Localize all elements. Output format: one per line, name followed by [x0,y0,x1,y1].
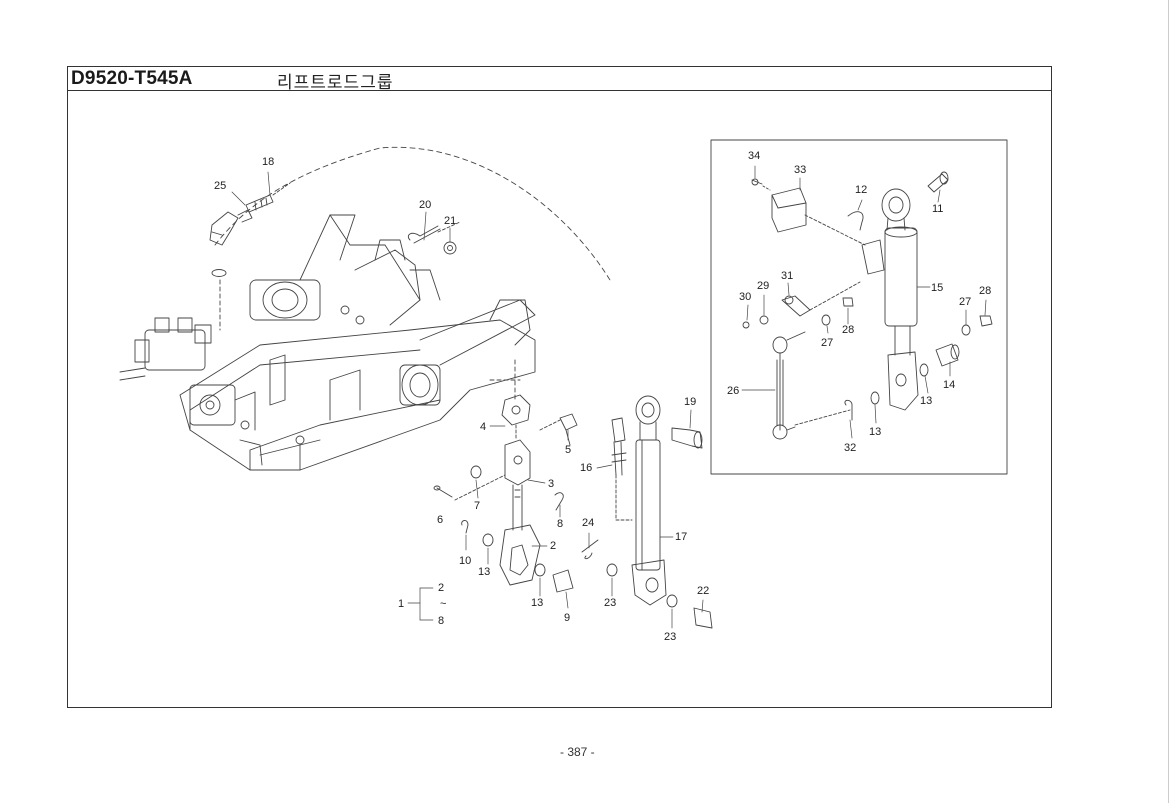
callout-5: 5 [565,444,571,456]
callout-3: 3 [548,478,554,490]
callout-34: 34 [748,150,760,162]
callout-14: 14 [943,379,955,391]
callout-22: 22 [697,585,709,597]
callout-6: 6 [437,514,443,526]
part-code: D9520-T545A [71,68,193,89]
callout-26: 26 [727,385,739,397]
callout-1: 1 [398,598,404,610]
callout-1-range-start: 2 [438,582,444,594]
callout-2: 2 [550,540,556,552]
callout-10: 10 [459,555,471,567]
lift-housing-drawing [119,146,611,471]
callout-1-range-end: 8 [438,615,444,627]
callout-27-right: 27 [959,296,971,308]
diagram-frame: D9520-T545A 리프트로드그룹 [67,66,1052,708]
callout-13-left-lower: 13 [531,597,543,609]
callout-29: 29 [757,280,769,292]
callout-13-right-upper: 13 [920,395,932,407]
leader-lines [231,165,987,629]
callout-numbers: 18 25 20 21 4 5 3 7 6 8 10 13 2 13 9 1 2… [214,150,991,643]
callout-21: 21 [444,215,456,227]
callout-13-left-upper: 13 [478,566,490,578]
callout-8: 8 [557,518,563,530]
callout-11: 11 [932,203,943,215]
callout-23-upper: 23 [604,597,616,609]
callout-4: 4 [480,421,486,433]
callout-13-right-lower: 13 [869,426,881,438]
callout-33: 33 [794,164,806,176]
left-lift-rod-drawing [433,394,578,593]
right-cylinder-drawing [742,171,993,440]
title-bar: D9520-T545A 리프트로드그룹 [68,67,1051,93]
callout-27-middle: 27 [821,337,833,349]
callout-17: 17 [675,531,687,543]
callout-20: 20 [419,199,431,211]
callout-30: 30 [739,291,751,303]
callout-9: 9 [564,612,570,624]
callout-25: 25 [214,180,226,192]
callout-19: 19 [684,396,696,408]
callout-15: 15 [931,282,943,294]
elbow-fitting-drawing [209,182,291,277]
callout-12: 12 [855,184,867,196]
detail-inset-box [710,139,1008,475]
callout-1-range-tilde: ~ [440,598,446,610]
callout-32: 32 [844,442,856,454]
scan-edge-line [1168,0,1169,803]
callout-18: 18 [262,156,274,168]
page-number: - 387 - [560,745,595,759]
callout-23-lower: 23 [664,631,676,643]
center-cylinder-drawing [581,395,713,629]
callout-28-middle: 28 [842,324,854,336]
group-title: 리프트로드그룹 [277,73,394,93]
callout-31: 31 [781,270,793,282]
callout-24: 24 [582,517,594,529]
callout-7: 7 [474,500,480,512]
callout-28-right: 28 [979,285,991,297]
callout-16: 16 [580,462,592,474]
